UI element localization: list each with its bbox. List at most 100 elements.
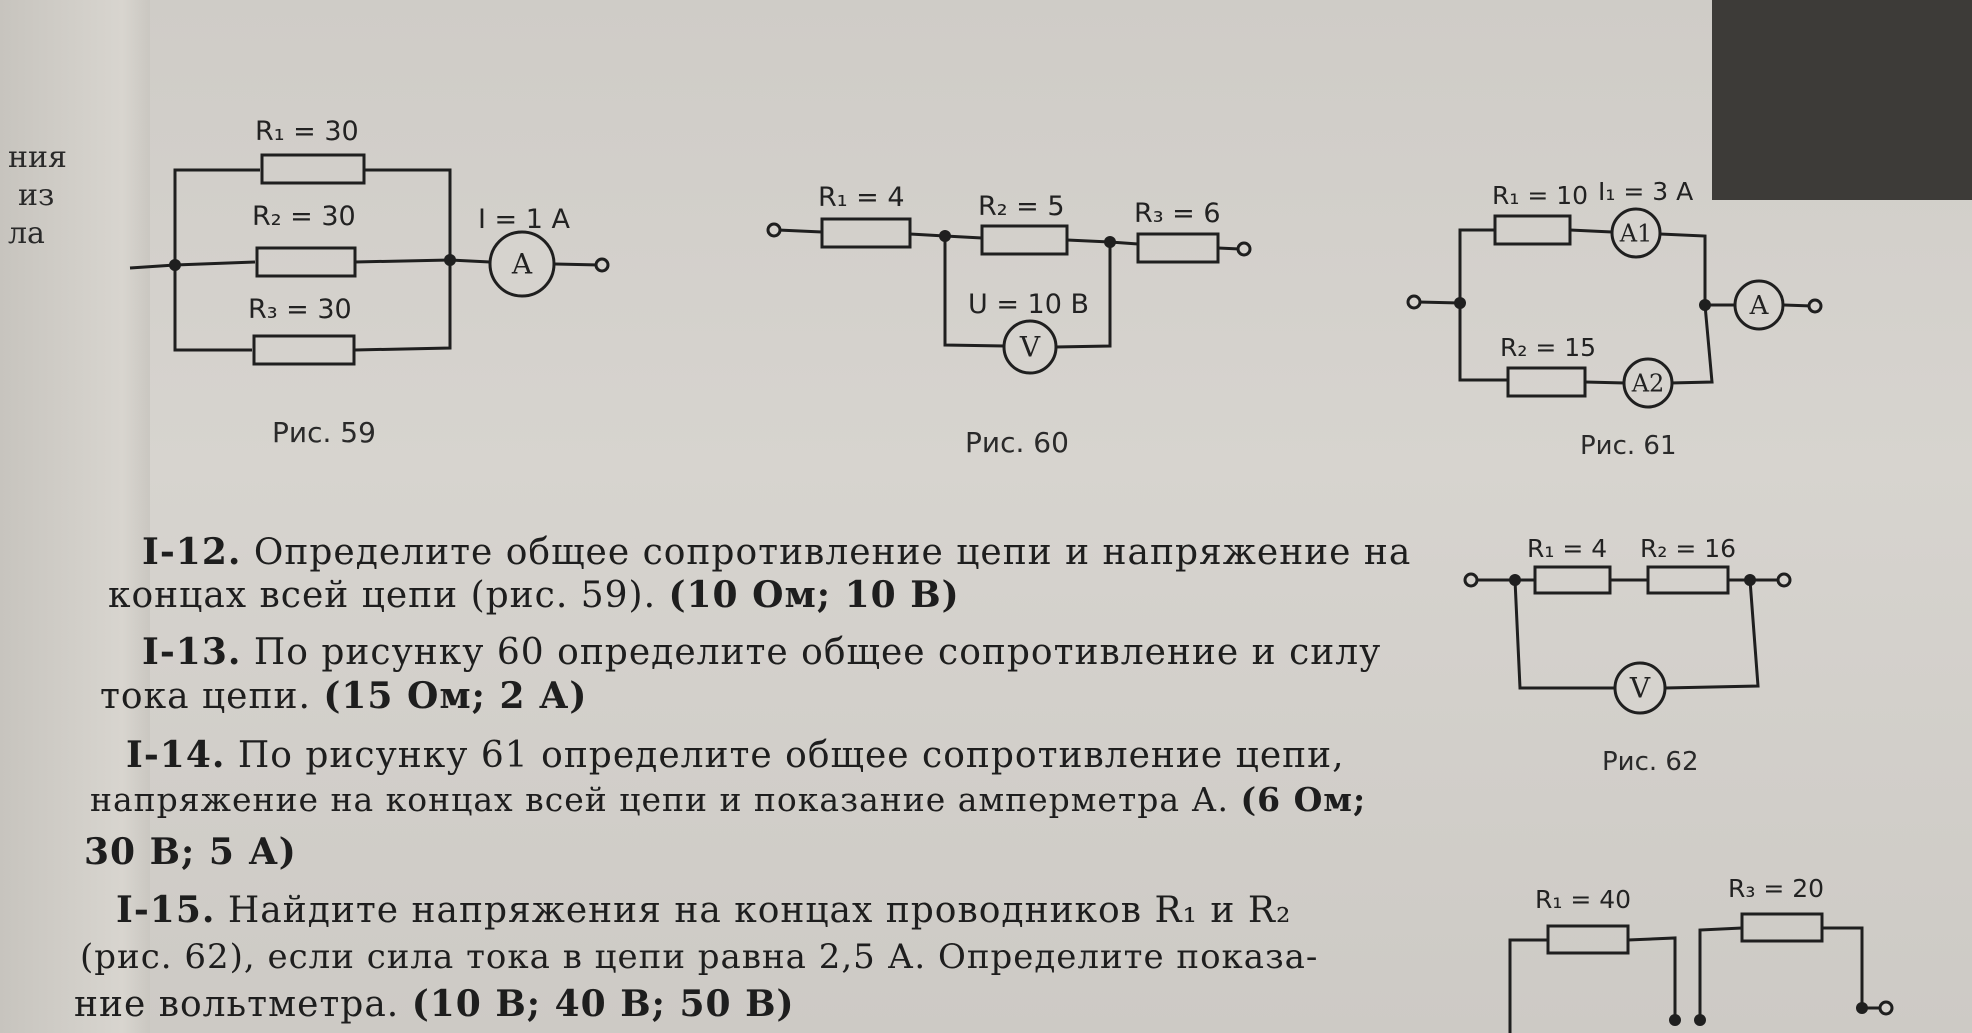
caption-fig60: Рис. 60: [965, 426, 1069, 459]
junction-node: [1104, 236, 1116, 248]
caption-fig62: Рис. 62: [1602, 747, 1698, 777]
problem-text: Определите общее сопротивление цепи и на…: [253, 532, 1412, 573]
ammeter-label: A: [511, 248, 533, 281]
edge-fragment-1: ния: [8, 140, 67, 175]
figure-61: A1 A2 A R₁ = 10 I₁ = 3 A R₂ = 15 Рис. 61: [1406, 177, 1823, 461]
voltmeter-symbol: [1002, 319, 1058, 375]
junction-node: [939, 230, 951, 242]
problem-text: концах всей цепи (рис. 59).: [108, 575, 657, 616]
problem-i12-line1: I-12. Определите общее сопротивление цеп…: [142, 530, 1411, 575]
junction-node: [1744, 574, 1756, 586]
junction-node: [1694, 1014, 1706, 1026]
figure-62: V R₁ = 4 R₂ = 16 Рис. 62: [1463, 534, 1792, 777]
problem-i14-line3: 30 В; 5 А): [84, 830, 297, 875]
label-r1: R₁ = 40: [1535, 885, 1631, 914]
terminal: [594, 257, 610, 273]
terminal: [1776, 572, 1792, 588]
dark-background-corner: [1712, 0, 1972, 200]
figure-60: V R₁ = 4 R₂ = 5 R₃ = 6 U = 10 B Рис. 60: [766, 182, 1252, 459]
voltmeter-label: V: [1629, 672, 1651, 705]
label-voltage: U = 10 B: [968, 289, 1089, 320]
terminal: [1406, 294, 1422, 310]
label-r1: R₁ = 4: [818, 182, 905, 213]
label-r1: R₁ = 30: [255, 116, 359, 147]
terminal: [1236, 241, 1252, 257]
caption-fig59: Рис. 59: [272, 416, 376, 449]
label-current: I = 1 A: [478, 204, 571, 235]
problem-text: напряжение на концах всей цепи и показан…: [90, 780, 1229, 819]
ammeter-a2-symbol: [1622, 357, 1674, 409]
junction-node: [1669, 1014, 1681, 1026]
problem-number: I-13.: [142, 631, 242, 673]
resistor-r2: [980, 224, 1069, 256]
problem-answer: (10 В; 40 В; 50 В): [411, 983, 795, 1025]
problem-number: I-14.: [126, 734, 226, 776]
ammeter-a2-label: A2: [1631, 370, 1665, 398]
label-r3: R₃ = 6: [1134, 198, 1221, 229]
ammeter-symbol: [488, 230, 556, 298]
edge-fragment-2: из: [18, 178, 55, 213]
ammeter-a-label: A: [1749, 291, 1770, 321]
problem-i13-line2: тока цепи. (15 Ом; 2 А): [100, 674, 587, 719]
junction-node: [444, 254, 456, 266]
problem-text: (рис. 62),: [80, 937, 256, 977]
problem-i15-line2: (рис. 62), если сила тока в цепи равна 2…: [80, 935, 1318, 979]
resistor-r2: [255, 246, 357, 278]
resistor-r1: [820, 217, 912, 249]
resistor-r1: [260, 153, 366, 185]
desk-left-background: [0, 0, 175, 1033]
problem-text: ние вольтметра.: [74, 984, 400, 1025]
problem-answer: 30 В; 5 А): [84, 831, 297, 873]
resistor-r3: [1136, 232, 1220, 264]
problem-i12-line2: концах всей цепи (рис. 59). (10 Ом; 10 В…: [108, 573, 960, 618]
caption-fig61: Рис. 61: [1580, 431, 1676, 461]
problem-number: I-15.: [116, 889, 216, 931]
resistor-r1: [1493, 214, 1572, 246]
voltmeter-symbol: [1613, 661, 1667, 715]
ammeter-a-symbol: [1733, 279, 1785, 331]
figure-63-partial: R₁ = 40 R₃ = 20: [1508, 874, 1894, 1033]
voltmeter-label: V: [1019, 331, 1041, 364]
label-r3: R₃ = 20: [1728, 874, 1824, 903]
problem-number: I-12.: [142, 531, 242, 573]
junction-node: [1454, 297, 1466, 309]
problem-text: если сила тока в цепи равна 2,5 А. Опред…: [267, 937, 1319, 977]
ammeter-a1-symbol: [1610, 207, 1662, 259]
edge-fragment-3: ла: [8, 216, 45, 251]
resistor-r1: [1533, 565, 1612, 595]
resistor-r2: [1646, 565, 1730, 595]
problem-text: Найдите напряжения на концах проводников…: [227, 890, 1292, 931]
junction-node: [169, 259, 181, 271]
problem-answer: (10 Ом; 10 В): [668, 574, 960, 616]
problem-i14-line1: I-14. По рисунку 61 определите общее соп…: [126, 733, 1345, 778]
problem-i15-line3: ние вольтметра. (10 В; 40 В; 50 В): [74, 982, 795, 1027]
terminal: [766, 222, 782, 238]
textbook-page: [150, 0, 1972, 1033]
label-r2: R₂ = 15: [1500, 333, 1596, 362]
terminal: [1463, 572, 1479, 588]
resistor-r1: [1546, 924, 1630, 955]
ammeter-a1-label: A1: [1619, 220, 1653, 248]
junction-node: [1699, 299, 1711, 311]
label-r3: R₃ = 30: [248, 294, 352, 325]
problem-text: По рисунку 60 определите общее сопротивл…: [253, 632, 1382, 673]
problem-text: тока цепи.: [100, 676, 311, 717]
junction-node: [1856, 1002, 1868, 1014]
problem-i14-line2: напряжение на концах всей цепи и показан…: [90, 778, 1366, 822]
resistor-r3: [252, 334, 356, 366]
terminal: [1878, 1000, 1894, 1016]
terminal: [1807, 298, 1823, 314]
label-r1: R₁ = 4: [1527, 534, 1607, 563]
label-r2: R₂ = 16: [1640, 534, 1736, 563]
label-i1: I₁ = 3 A: [1598, 177, 1693, 206]
label-r2: R₂ = 5: [978, 191, 1065, 222]
figure-59: A R₁ = 30 R₂ = 30 R₃ = 30 I = 1 A Рис. 5…: [129, 116, 610, 449]
problem-text: По рисунку 61 определите общее сопротивл…: [237, 735, 1345, 776]
problem-i15-line1: I-15. Найдите напряжения на концах прово…: [116, 888, 1291, 933]
junction-node: [1509, 574, 1521, 586]
problem-answer: (15 Ом; 2 А): [323, 675, 588, 717]
resistor-r3: [1740, 912, 1824, 943]
resistor-r2: [1506, 366, 1587, 398]
label-r1: R₁ = 10: [1492, 181, 1588, 210]
